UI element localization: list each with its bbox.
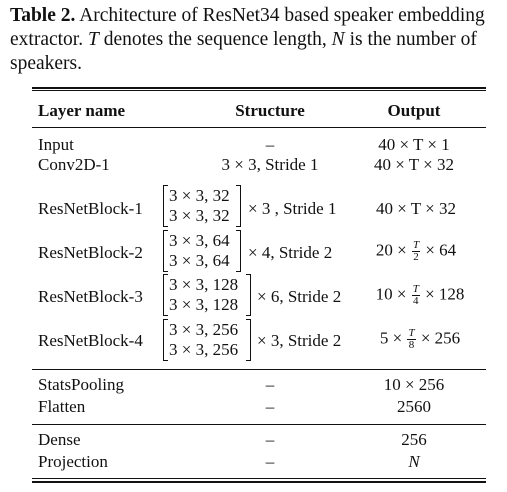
- row-rb1-output: 40 × T × 32: [376, 199, 456, 218]
- row-dense-output: 256: [401, 430, 427, 449]
- row-rb2-matrix: 3 × 3, 64 3 × 3, 64: [163, 230, 241, 272]
- fraction-denominator: 8: [408, 339, 415, 351]
- matrix-left-bracket: [163, 274, 168, 316]
- row-rb4-suffix: × 3, Stride 2: [257, 331, 342, 350]
- fraction-numerator: T: [407, 327, 416, 340]
- caption-text-2b: denotes the sequence length,: [103, 29, 327, 50]
- row-input-output: 40 × T × 1: [378, 135, 450, 154]
- matrix-row-1: 3 × 3, 256: [169, 320, 239, 339]
- caption-line-2: extractor. T denotes the sequence length…: [10, 28, 502, 52]
- caption-var-t: T: [87, 29, 99, 50]
- row-proj-layer: Projection: [38, 452, 108, 471]
- matrix-left-bracket: [163, 185, 168, 227]
- row-conv-layer: Conv2D-1: [38, 155, 110, 174]
- output-prefix: 5 ×: [379, 328, 403, 348]
- row-rb2-layer: ResNetBlock-2: [38, 243, 143, 262]
- top-rule-inner: [32, 90, 486, 91]
- fraction-denominator: 2: [413, 251, 419, 263]
- bottom-rule-inner: [32, 478, 486, 479]
- matrix-right-bracket: [246, 274, 251, 316]
- caption-text-1: Architecture of ResNet34 based speaker e…: [79, 5, 485, 26]
- table-label: Table 2.: [10, 5, 76, 26]
- row-rb3-suffix: × 6, Stride 2: [257, 287, 342, 306]
- matrix-row-2: 3 × 3, 32: [169, 206, 230, 225]
- row-flatten-structure: –: [265, 397, 275, 416]
- row-rb1-suffix: × 3 , Stride 1: [248, 199, 337, 218]
- row-rb3-matrix: 3 × 3, 128 3 × 3, 128: [163, 274, 251, 316]
- group-rule-2: [32, 424, 486, 425]
- header-structure: Structure: [235, 101, 305, 120]
- row-flatten-output: 2560: [397, 397, 431, 416]
- matrix-row-2: 3 × 3, 256: [169, 340, 239, 359]
- group-rule-1: [32, 369, 486, 370]
- matrix-right-bracket: [246, 319, 251, 361]
- matrix-row-1: 3 × 3, 128: [169, 275, 239, 294]
- matrix-row-2: 3 × 3, 128: [169, 295, 239, 314]
- output-suffix: × 128: [425, 284, 465, 304]
- output-suffix: × 64: [425, 240, 457, 260]
- row-stats-layer: StatsPooling: [38, 375, 124, 394]
- row-dense-structure: –: [265, 430, 275, 449]
- matrix-left-bracket: [163, 230, 168, 272]
- row-dense-layer: Dense: [38, 430, 81, 449]
- caption-text-2c: is the number of: [349, 29, 477, 50]
- table-caption: Table 2. Architecture of ResNet34 based …: [10, 4, 502, 76]
- row-proj-output: N: [408, 452, 420, 471]
- row-rb1-matrix: 3 × 3, 32 3 × 3, 32: [163, 185, 241, 227]
- row-stats-structure: –: [265, 375, 275, 394]
- row-flatten-layer: Flatten: [38, 397, 86, 416]
- fraction-denominator: 4: [413, 295, 419, 307]
- row-conv-output: 40 × T × 32: [374, 155, 454, 174]
- header-layer-name: Layer name: [38, 101, 126, 120]
- matrix-row-1: 3 × 3, 32: [169, 186, 230, 205]
- output-suffix: × 256: [420, 328, 461, 348]
- caption-line-1: Table 2. Architecture of ResNet34 based …: [10, 4, 502, 28]
- row-rb2-suffix: × 4, Stride 2: [248, 243, 333, 262]
- caption-var-n: N: [331, 29, 345, 50]
- row-input-layer: Input: [38, 135, 74, 154]
- row-rb1-layer: ResNetBlock-1: [38, 199, 143, 218]
- bottom-rule: [32, 481, 486, 483]
- caption-line-3: speakers.: [10, 53, 83, 74]
- row-proj-structure: –: [265, 452, 275, 471]
- matrix-row-2: 3 × 3, 64: [169, 251, 230, 270]
- matrix-left-bracket: [163, 319, 168, 361]
- fraction-numerator: T: [411, 239, 421, 252]
- header-rule: [32, 127, 486, 128]
- row-rb4-layer: ResNetBlock-4: [38, 331, 143, 350]
- row-stats-output: 10 × 256: [383, 375, 445, 394]
- fraction-numerator: T: [411, 283, 420, 296]
- header-output: Output: [387, 101, 441, 120]
- caption-text-2a: extractor.: [10, 29, 84, 50]
- row-conv-structure: 3 × 3, Stride 1: [221, 155, 319, 174]
- matrix-right-bracket: [236, 185, 241, 227]
- matrix-row-1: 3 × 3, 64: [169, 231, 230, 250]
- output-prefix: 20 ×: [375, 240, 407, 260]
- row-rb3-layer: ResNetBlock-3: [38, 287, 143, 306]
- top-rule: [32, 87, 486, 89]
- output-prefix: 10 ×: [375, 284, 407, 304]
- row-rb4-matrix: 3 × 3, 256 3 × 3, 256: [163, 319, 251, 361]
- matrix-right-bracket: [236, 230, 241, 272]
- row-input-structure: –: [265, 135, 275, 154]
